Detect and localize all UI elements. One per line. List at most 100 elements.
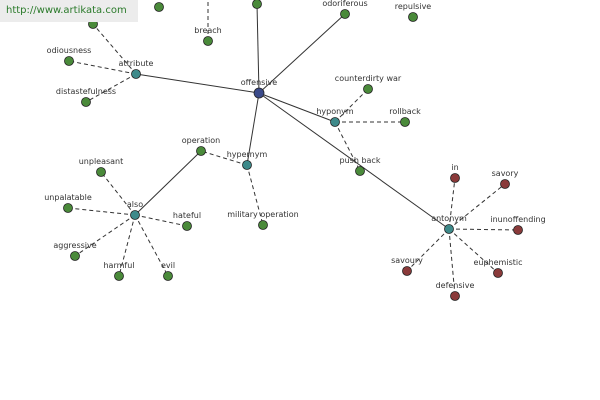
edge-attribute-distastefulness <box>85 73 137 103</box>
node-dot[interactable] <box>130 210 140 220</box>
node-label: odiousness <box>47 46 92 55</box>
edge-operation-also <box>134 150 202 216</box>
edge-also-aggressive <box>74 214 136 257</box>
node-dot[interactable] <box>450 173 460 183</box>
node-unpleasant[interactable]: unpleasant <box>79 157 124 177</box>
node-aggressive[interactable]: aggressive <box>53 241 97 261</box>
node-dot[interactable] <box>513 225 523 235</box>
node-label: repulsive <box>395 2 432 11</box>
node-dot[interactable] <box>81 97 91 107</box>
node-hypernym[interactable]: hypernym <box>227 150 268 170</box>
node-counterdirty-war[interactable]: counterdirty war <box>335 74 402 94</box>
node-savoury[interactable]: savoury <box>391 256 423 276</box>
node-label: offensive <box>241 78 278 87</box>
node-dot[interactable] <box>408 12 418 22</box>
edge-offensive-odoriferous <box>258 13 346 94</box>
node-label: attribute <box>119 59 154 68</box>
node-label: aggressive <box>53 241 96 250</box>
node-dot[interactable] <box>64 56 74 66</box>
node-dot[interactable] <box>242 160 252 170</box>
node-label: hyponym <box>316 107 354 116</box>
edge-antonym-savoury <box>406 228 450 272</box>
node-dot[interactable] <box>402 266 412 276</box>
node-label: savoury <box>391 256 423 265</box>
node-unpalatable[interactable]: unpalatable <box>44 193 92 213</box>
node-label: rollback <box>389 107 421 116</box>
node-euphemistic[interactable]: euphemistic <box>473 258 523 278</box>
node-offensive[interactable]: offensive <box>241 78 278 99</box>
edge-offensive-top-mid <box>256 3 260 94</box>
edge-hyponym-counterdirty-war <box>334 88 369 123</box>
node-top-mid[interactable] <box>252 0 262 9</box>
node-label: harmful <box>103 261 134 270</box>
node-label: antonym <box>431 214 467 223</box>
node-breach[interactable]: breach <box>194 26 222 46</box>
node-label: hypernym <box>227 150 268 159</box>
edge-also-unpalatable <box>67 207 136 216</box>
node-operation[interactable]: operation <box>182 136 220 156</box>
edge-also-evil <box>134 214 169 277</box>
edge-antonym-euphemistic <box>448 228 499 274</box>
node-dot[interactable] <box>114 271 124 281</box>
node-dot[interactable] <box>330 117 340 127</box>
node-label: savory <box>492 169 519 178</box>
node-dot[interactable] <box>96 167 106 177</box>
node-antonym[interactable]: antonym <box>431 214 467 234</box>
node-label: in <box>451 163 458 172</box>
node-inunoffending[interactable]: inunoffending <box>490 215 546 235</box>
node-label: evil <box>161 261 175 270</box>
node-repulsive[interactable]: repulsive <box>395 2 432 22</box>
node-distastefulness[interactable]: distastefulness <box>56 87 116 107</box>
node-label: hateful <box>173 211 201 220</box>
node-military-operation[interactable]: military operation <box>227 210 299 230</box>
node-in[interactable]: in <box>450 163 460 183</box>
edge-hypernym-military-operation <box>246 164 264 226</box>
node-dot[interactable] <box>500 179 510 189</box>
node-label: euphemistic <box>473 258 522 267</box>
node-rollback[interactable]: rollback <box>389 107 421 127</box>
node-dot[interactable] <box>163 271 173 281</box>
node-dot[interactable] <box>63 203 73 213</box>
node-label: push back <box>340 156 381 165</box>
node-also[interactable]: also <box>127 200 143 220</box>
node-savory[interactable]: savory <box>492 169 519 189</box>
node-dot[interactable] <box>258 220 268 230</box>
node-dot[interactable] <box>450 291 460 301</box>
edge-offensive-hyponym <box>258 92 336 123</box>
node-dot[interactable] <box>493 268 503 278</box>
node-attribute[interactable]: attribute <box>119 59 154 79</box>
node-dot[interactable] <box>154 2 164 12</box>
edge-also-harmful <box>118 214 136 277</box>
node-dot[interactable] <box>363 84 373 94</box>
node-dot[interactable] <box>131 69 141 79</box>
node-dot[interactable] <box>340 9 350 19</box>
node-label: operation <box>182 136 220 145</box>
node-evil[interactable]: evil <box>161 261 175 281</box>
node-dot[interactable] <box>400 117 410 127</box>
edge-hyponym-push-back <box>334 121 361 172</box>
node-defensive[interactable]: defensive <box>436 281 475 301</box>
node-harmful[interactable]: harmful <box>103 261 135 281</box>
node-push-back[interactable]: push back <box>340 156 381 176</box>
node-hateful[interactable]: hateful <box>173 211 201 231</box>
node-dot[interactable] <box>70 251 80 261</box>
node-dot[interactable] <box>182 221 192 231</box>
node-dot[interactable] <box>203 36 213 46</box>
edge-offensive-antonym <box>258 92 450 230</box>
node-dot[interactable] <box>444 224 454 234</box>
site-watermark: http://www.artikata.com <box>0 0 138 22</box>
node-odoriferous[interactable]: odoriferous <box>322 0 368 19</box>
edge-antonym-savory <box>448 183 506 230</box>
node-hyponym[interactable]: hyponym <box>316 107 354 127</box>
node-dot[interactable] <box>253 87 265 99</box>
node-dot[interactable] <box>252 0 262 9</box>
node-label: military operation <box>227 210 298 219</box>
node-dot[interactable] <box>355 166 365 176</box>
node-top-left-b[interactable] <box>154 2 164 12</box>
node-dot[interactable] <box>196 146 206 156</box>
edge-offensive-hypernym <box>246 92 260 166</box>
node-label: odoriferous <box>322 0 367 8</box>
node-label: defensive <box>436 281 475 290</box>
node-odiousness[interactable]: odiousness <box>47 46 92 66</box>
